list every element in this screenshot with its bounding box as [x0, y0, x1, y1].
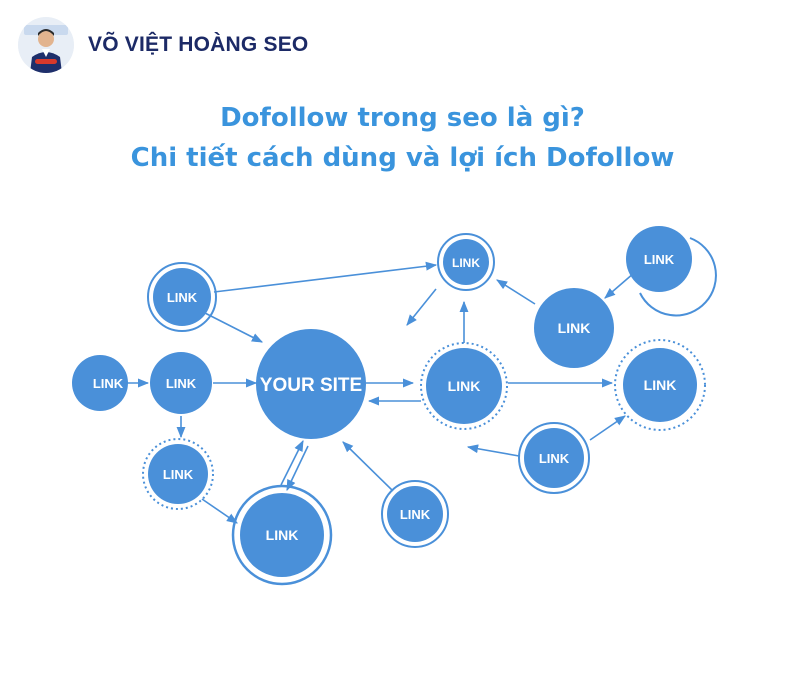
svg-text:LINK: LINK	[167, 290, 198, 305]
avatar	[18, 17, 74, 73]
your-site-node: YOUR SITE	[256, 329, 366, 439]
link-node: LINK	[626, 226, 717, 317]
svg-text:LINK: LINK	[539, 451, 570, 466]
arrow	[604, 272, 635, 299]
svg-text:LINK: LINK	[400, 507, 431, 522]
nodes: LINK LINK LINK LINK LINK YOUR SITE	[72, 226, 717, 586]
link-node: LINK	[614, 339, 706, 431]
arrow	[589, 415, 626, 441]
brand-name: VÕ VIỆT HOÀNG SEO	[88, 33, 309, 56]
link-node: LINK	[534, 288, 614, 368]
arrow	[280, 439, 304, 486]
svg-text:LINK: LINK	[644, 252, 675, 267]
arrow	[202, 311, 263, 343]
link-node: LINK	[147, 262, 217, 332]
arrow	[201, 498, 238, 524]
page-title: Dofollow trong seo là gì? Chi tiết cách …	[0, 98, 805, 178]
svg-text:LINK: LINK	[448, 378, 481, 394]
svg-text:YOUR SITE: YOUR SITE	[260, 375, 362, 396]
link-node: LINK	[437, 233, 495, 291]
arrow	[406, 288, 437, 326]
link-node-partial: LINK	[72, 355, 128, 411]
svg-text:LINK: LINK	[452, 256, 480, 270]
link-node: LINK	[420, 342, 508, 430]
svg-text:LINK: LINK	[266, 527, 299, 543]
link-node: LINK	[142, 438, 214, 510]
svg-text:LINK: LINK	[163, 467, 194, 482]
svg-text:LINK: LINK	[166, 376, 197, 391]
svg-text:LINK: LINK	[93, 376, 124, 391]
link-node: LINK	[381, 480, 449, 548]
title-line-1: Dofollow trong seo là gì?	[220, 103, 585, 133]
arrow	[286, 445, 309, 492]
brand-header: VÕ VIỆT HOÀNG SEO	[18, 14, 308, 76]
arrow	[342, 441, 394, 492]
arrow	[496, 279, 536, 305]
arrow	[466, 444, 520, 457]
title-line-2: Chi tiết cách dùng và lợi ích Dofollow	[130, 143, 675, 173]
arrow	[213, 261, 438, 293]
svg-text:LINK: LINK	[558, 320, 591, 336]
link-node: LINK	[518, 422, 590, 494]
link-node: LINK	[231, 484, 333, 586]
svg-text:LINK: LINK	[644, 377, 677, 393]
link-node: LINK	[150, 352, 212, 414]
